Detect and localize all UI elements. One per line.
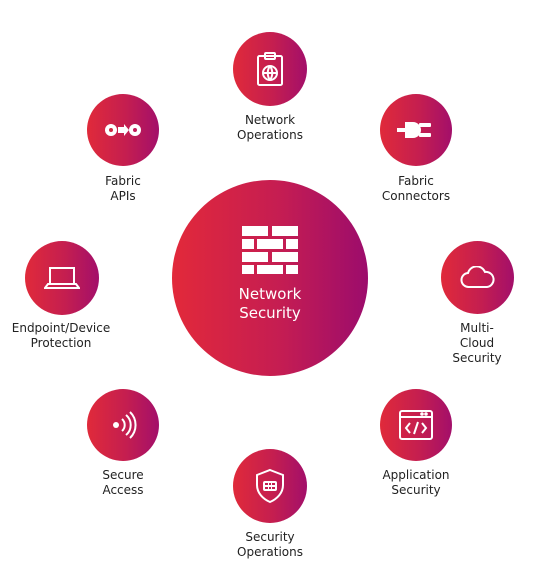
label-endpoint-device-protection: Endpoint/Device Protection	[11, 321, 111, 350]
clipboard-globe-icon	[257, 52, 283, 86]
label-secure-access: Secure Access	[102, 468, 144, 497]
cloud-icon	[460, 265, 495, 288]
label-fabric-apis: Fabric APIs	[105, 174, 141, 203]
label-fabric-connectors: Fabric Connectors	[381, 174, 451, 203]
node-fabric-connectors	[380, 94, 452, 166]
label-multi-cloud-security: Multi-Cloud Security	[452, 321, 502, 365]
label-network-operations: Network Operations	[237, 113, 303, 142]
node-security-operations	[233, 449, 307, 523]
code-window-icon	[399, 410, 433, 440]
node-secure-access	[87, 389, 159, 461]
node-multi-cloud-security	[441, 241, 514, 314]
plug-icon	[397, 122, 431, 138]
node-application-security	[380, 389, 452, 461]
node-fabric-apis	[87, 94, 159, 166]
label-application-security: Application Security	[382, 468, 450, 497]
firewall-brick-icon	[242, 226, 298, 274]
label-security-operations: Security Operations	[237, 530, 303, 559]
shield-icon	[256, 468, 284, 504]
gears-arrows-icon	[105, 124, 141, 136]
wireless-signal-icon	[113, 411, 137, 439]
laptop-icon	[44, 267, 80, 289]
node-endpoint-device-protection	[25, 241, 99, 315]
node-network-operations	[233, 32, 307, 106]
center-label: Network Security	[238, 285, 302, 322]
network-security-hub: Network Security	[172, 180, 368, 376]
